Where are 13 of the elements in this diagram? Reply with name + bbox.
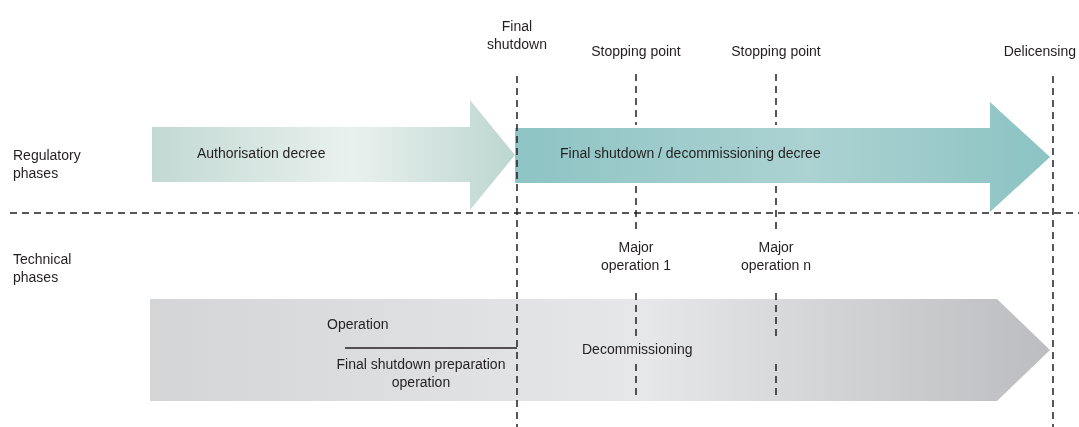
phase-label: Authorisation decree: [197, 144, 327, 162]
milestone-label: Stopping point: [730, 42, 822, 60]
milestone-label: Final shutdown: [486, 17, 548, 53]
milestone-label: Delicensing: [1002, 42, 1076, 60]
row-label: Technical phases: [13, 250, 73, 286]
phase-label: Final shutdown / decommissioning decree: [560, 144, 822, 162]
operation-label: Major operation n: [739, 238, 813, 274]
phase-label: Decommissioning: [582, 340, 694, 358]
milestone-label: Stopping point: [590, 42, 682, 60]
phase-label: Final shutdown preparation operation: [335, 355, 507, 391]
phase-label: Operation: [327, 315, 390, 333]
row-label: Regulatory phases: [13, 146, 82, 182]
operation-label: Major operation 1: [599, 238, 673, 274]
